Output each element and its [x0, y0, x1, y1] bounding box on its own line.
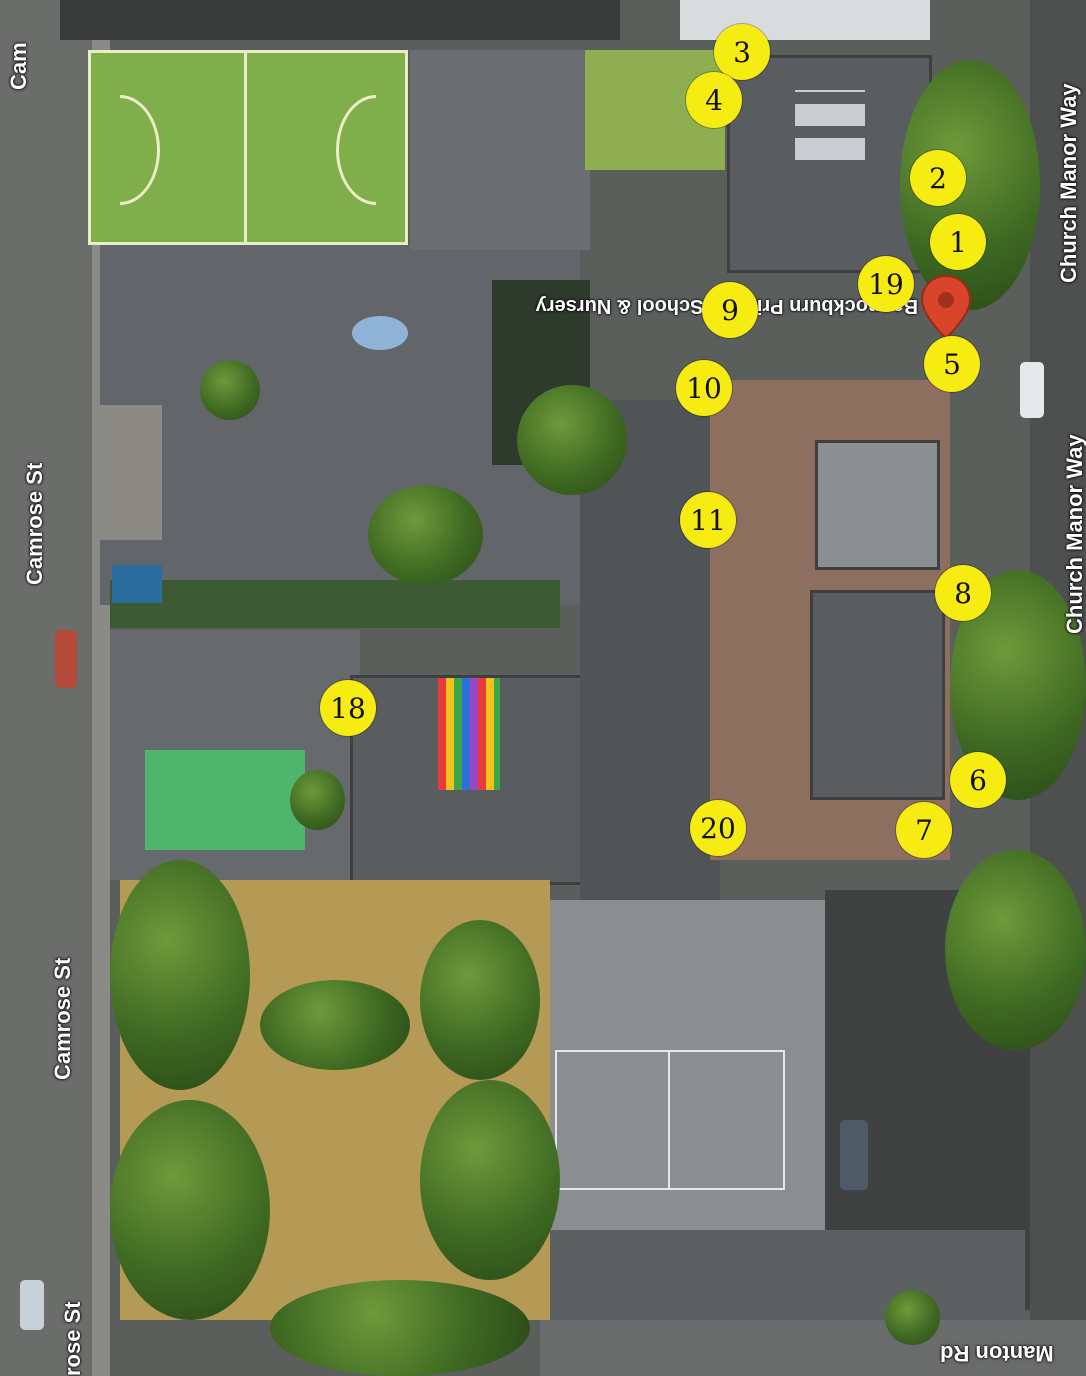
street-label-church-manor-way-2: Church Manor Way — [1062, 434, 1086, 634]
green-play-surface — [145, 750, 305, 850]
marker-11[interactable]: 11 — [680, 492, 736, 548]
marker-8[interactable]: 8 — [935, 565, 991, 621]
marker-1[interactable]: 1 — [930, 214, 986, 270]
blue-bins — [112, 565, 162, 603]
court-center-line — [668, 1052, 670, 1188]
school-building-hall — [815, 440, 940, 570]
marker-7[interactable]: 7 — [896, 802, 952, 858]
tree — [368, 485, 483, 585]
tree — [260, 980, 410, 1070]
blue-circle-marking — [352, 316, 408, 350]
street-label-camrose-2: Camrose St — [50, 957, 75, 1080]
pitch-center-line — [244, 52, 247, 242]
marker-5[interactable]: 5 — [924, 336, 980, 392]
tree — [200, 360, 260, 420]
tree — [110, 860, 250, 1090]
parked-car — [55, 630, 77, 688]
lower-playground — [545, 900, 825, 1230]
marker-18[interactable]: 18 — [320, 680, 376, 736]
manton-road — [540, 1320, 1086, 1376]
parked-car — [840, 1120, 868, 1190]
marker-9[interactable]: 9 — [702, 282, 758, 338]
court-markings — [555, 1050, 785, 1190]
shed-strip — [110, 580, 560, 628]
tree — [290, 770, 345, 830]
tree — [110, 1100, 270, 1320]
marker-3[interactable]: 3 — [714, 24, 770, 80]
tree — [270, 1280, 530, 1376]
playground-top-right — [410, 50, 590, 250]
marker-20[interactable]: 20 — [690, 800, 746, 856]
street-label-camrose-1: Camrose St — [22, 462, 47, 585]
marker-2[interactable]: 2 — [910, 150, 966, 206]
street-label-camrose-3: rose St — [60, 1301, 85, 1376]
tree — [420, 1080, 560, 1280]
rainbow-canopy — [438, 678, 500, 790]
parked-car — [20, 1280, 44, 1330]
street-label-camrose-top: Cam — [6, 42, 31, 90]
tree — [420, 920, 540, 1080]
parked-car — [1020, 362, 1044, 418]
bottom-yard — [545, 1230, 1025, 1320]
tree — [517, 385, 627, 495]
tree — [945, 850, 1086, 1050]
school-building-south — [810, 590, 945, 800]
street-label-manton-rd: Manton Rd — [940, 1341, 1054, 1366]
vent-cluster — [795, 90, 865, 160]
tree — [885, 1290, 940, 1345]
location-pin-icon[interactable] — [918, 274, 974, 340]
marker-4[interactable]: 4 — [686, 72, 742, 128]
marker-10[interactable]: 10 — [676, 360, 732, 416]
marker-6[interactable]: 6 — [950, 752, 1006, 808]
shelter-left — [100, 405, 162, 540]
top-right-building — [680, 0, 930, 40]
top-buildings — [60, 0, 620, 40]
marker-19[interactable]: 19 — [858, 256, 914, 312]
street-label-church-manor-way-1: Church Manor Way — [1056, 83, 1081, 283]
